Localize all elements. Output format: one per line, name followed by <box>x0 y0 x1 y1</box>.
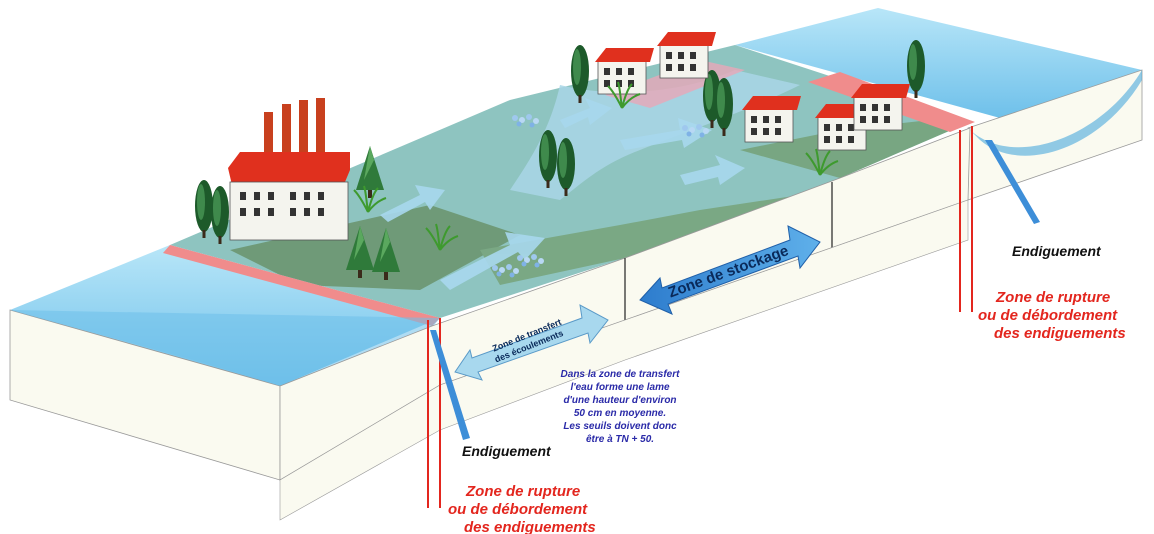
rupture-label-left-3: des endiguements <box>464 519 596 534</box>
svg-text:50 cm en moyenne.: 50 cm en moyenne. <box>574 408 666 419</box>
rupture-label-left-1: Zone de rupture <box>465 483 580 500</box>
house-icon <box>594 47 655 95</box>
rupture-label-right-2: ou de débordement <box>978 307 1118 324</box>
svg-text:l'eau forme une lame: l'eau forme une lame <box>570 382 670 393</box>
svg-text:Dans la zone de transfert: Dans la zone de transfert <box>561 369 681 380</box>
svg-text:Les seuils doivent donc: Les seuils doivent donc <box>563 421 677 432</box>
factory-icon <box>228 98 350 241</box>
endiguement-pointer-right <box>985 140 1040 224</box>
rupture-label-right-3: des endiguements <box>994 325 1126 342</box>
house-icon <box>741 95 802 143</box>
levee-left <box>163 245 440 326</box>
rupture-label-right-1: Zone de rupture <box>995 289 1110 306</box>
transfer-note: Dans la zone de transfert l'eau forme un… <box>561 369 681 445</box>
grass-patch-left <box>230 205 520 290</box>
svg-text:d'une hauteur d'environ: d'une hauteur d'environ <box>563 395 676 406</box>
house-icon <box>850 83 911 131</box>
endiguement-pointer-left <box>430 330 470 440</box>
grass-patch-center <box>480 178 840 285</box>
rupture-label-left-2: ou de débordement <box>448 501 588 518</box>
house-icon <box>656 31 717 79</box>
right-river-surface <box>735 8 1142 118</box>
right-river-channel-section <box>968 70 1142 156</box>
svg-text:être à TN + 50.: être à TN + 50. <box>586 434 654 445</box>
endiguement-label-right: Endiguement <box>1012 243 1102 259</box>
flow-arrows <box>380 98 745 290</box>
endiguement-label-left: Endiguement <box>462 443 552 459</box>
